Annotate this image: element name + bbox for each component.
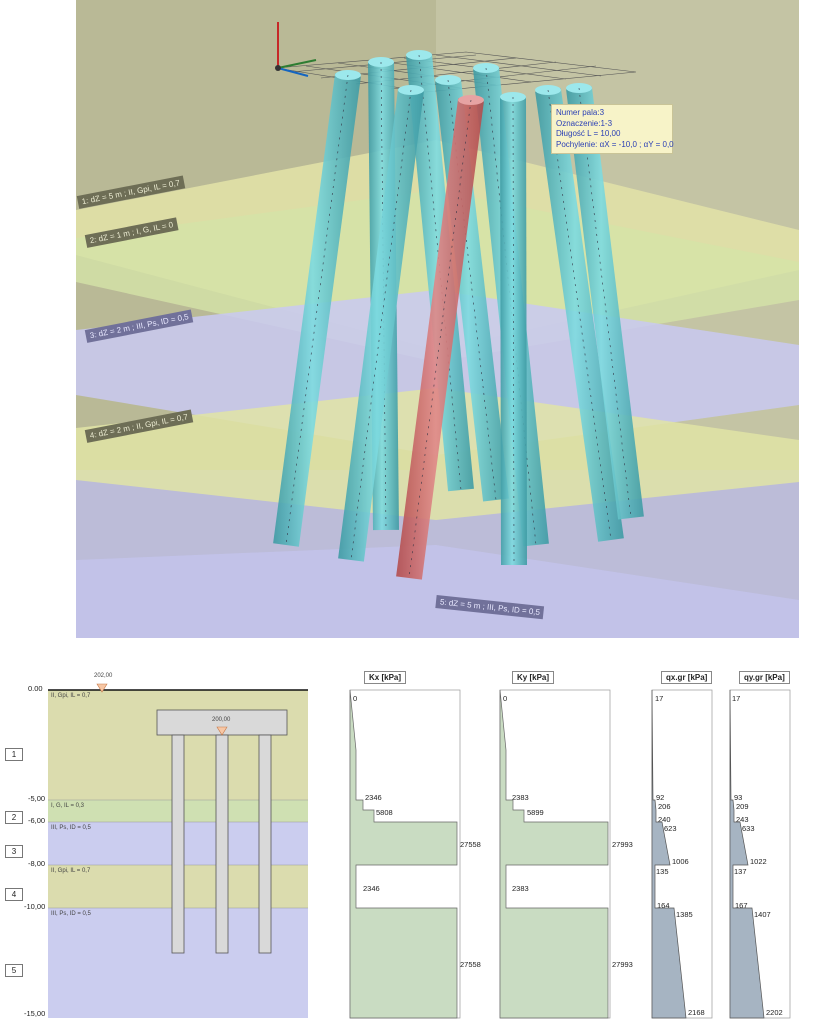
tooltip-pile-label: Oznaczenie:1-3 bbox=[556, 118, 613, 128]
cap-level-marker bbox=[216, 726, 228, 736]
soil-desc-4: II, Gpi, IL = 0,7 bbox=[51, 868, 91, 874]
ground-level-marker bbox=[96, 683, 108, 693]
ky-label-1: 2383 bbox=[512, 793, 529, 802]
soil-desc-1: II, Gpi, IL = 0,7 bbox=[51, 693, 91, 699]
pile-6[interactable] bbox=[338, 88, 424, 562]
ky-label-0: 0 bbox=[503, 694, 508, 703]
layer-number-3[interactable]: 3 bbox=[5, 845, 23, 858]
depth-label-6: -6,00 bbox=[28, 816, 46, 825]
ky-label-2: 5899 bbox=[527, 808, 544, 817]
qx-label-1: 92 bbox=[656, 793, 665, 802]
pile-axis-line bbox=[547, 89, 612, 541]
qy-label-3: 243 bbox=[736, 815, 749, 824]
kx-label-3: 27558 bbox=[460, 840, 481, 849]
layer-number-5[interactable]: 5 bbox=[5, 964, 23, 977]
tooltip-pile-inclination: Pochylenie: αX = -10,0 ; αY = 0,0 bbox=[556, 139, 674, 149]
qx-label-9: 2168 bbox=[688, 1008, 705, 1017]
kx-label-4: 2346 bbox=[363, 884, 380, 893]
pile-selected[interactable] bbox=[396, 98, 484, 580]
pile-axis-line bbox=[380, 61, 387, 531]
ky-label-3: 27993 bbox=[612, 840, 633, 849]
pile-1[interactable] bbox=[171, 734, 185, 954]
pile-axis-line bbox=[512, 96, 515, 566]
qx-label-8: 1385 bbox=[676, 910, 693, 919]
soil-profile-drawing bbox=[48, 683, 791, 1019]
tooltip-pile-length: Długość L = 10,00 bbox=[556, 129, 621, 138]
kx-label-0: 0 bbox=[353, 694, 358, 703]
pile-9[interactable] bbox=[566, 86, 644, 520]
qy-label-7: 167 bbox=[735, 901, 748, 910]
qy-label-5: 1022 bbox=[750, 857, 767, 866]
diagram-columns bbox=[349, 689, 791, 1019]
kx-label-5: 27558 bbox=[460, 960, 481, 969]
layer-number-1[interactable]: 1 bbox=[5, 748, 23, 761]
layer-number-4[interactable]: 4 bbox=[5, 888, 23, 901]
pile-7[interactable] bbox=[500, 96, 527, 566]
pile-3[interactable] bbox=[258, 734, 272, 954]
soil-desc-5: III, Ps, ID = 0,5 bbox=[51, 911, 91, 917]
tooltip-pile-number: Numer pala:3 bbox=[556, 108, 605, 117]
qx-label-4: 623 bbox=[664, 824, 677, 833]
pile-8[interactable] bbox=[535, 88, 624, 542]
qx-diagram bbox=[651, 689, 687, 1019]
pile-tooltip: Numer pala:3 Oznaczenie:1-3 Długość L = … bbox=[551, 104, 674, 154]
depth-label-10: -10,00 bbox=[24, 902, 46, 911]
soil-profile-panel: 202,00 200,00 0.00 -5,00 -6,00 -8,00 -10… bbox=[0, 640, 813, 1024]
kx-label-2: 5808 bbox=[376, 808, 393, 817]
pile-1[interactable] bbox=[273, 73, 361, 547]
qx-label-7: 164 bbox=[657, 901, 670, 910]
qy-label-4: 633 bbox=[742, 824, 755, 833]
3d-viewport[interactable]: 1: dZ = 5 m ; II, Gpi, IL = 0,7 2: dZ = … bbox=[76, 0, 799, 638]
qx-header: qx.gr [kPa] bbox=[661, 671, 713, 684]
soil-desc-2: I, G, IL = 0,3 bbox=[51, 803, 84, 809]
kx-diagram bbox=[349, 689, 458, 1019]
axis-gizmo bbox=[275, 22, 317, 77]
depth-label-5: -5,00 bbox=[28, 794, 46, 803]
qy-label-2: 209 bbox=[736, 802, 749, 811]
3d-scene bbox=[76, 0, 799, 638]
piles-group[interactable] bbox=[273, 50, 644, 580]
qx-label-5: 1006 bbox=[672, 857, 689, 866]
ky-label-4: 2383 bbox=[512, 884, 529, 893]
kx-label-1: 2346 bbox=[365, 793, 382, 802]
depth-label-0: 0.00 bbox=[28, 684, 43, 693]
qy-label-1: 93 bbox=[734, 793, 743, 802]
depth-label-8: -8,00 bbox=[28, 859, 46, 868]
cap-level-value: 200,00 bbox=[212, 717, 231, 723]
qx-label-0: 17 bbox=[655, 694, 664, 703]
ky-header: Ky [kPa] bbox=[512, 671, 555, 684]
qy-diagram bbox=[729, 689, 765, 1019]
qy-label-9: 2202 bbox=[766, 1008, 783, 1017]
ky-diagram bbox=[499, 689, 609, 1019]
qx-label-2: 206 bbox=[658, 802, 671, 811]
qy-label-6: 137 bbox=[734, 867, 747, 876]
pile-axis-line bbox=[350, 89, 412, 561]
ky-label-5: 27993 bbox=[612, 960, 633, 969]
ground-level-value: 202,00 bbox=[94, 673, 113, 679]
qy-label-8: 1407 bbox=[754, 910, 771, 919]
qy-header: qy.gr [kPa] bbox=[739, 671, 790, 684]
layer-number-2[interactable]: 2 bbox=[5, 811, 23, 824]
qy-label-0: 17 bbox=[732, 694, 741, 703]
soil-desc-3: III, Ps, ID = 0,5 bbox=[51, 825, 91, 831]
layer-plane-5 bbox=[76, 545, 799, 638]
depth-label-15: -15,00 bbox=[24, 1009, 46, 1018]
qx-label-3: 240 bbox=[658, 815, 671, 824]
qx-label-6: 135 bbox=[656, 867, 669, 876]
pile-2[interactable] bbox=[215, 734, 229, 954]
kx-header: Kx [kPa] bbox=[364, 671, 407, 684]
